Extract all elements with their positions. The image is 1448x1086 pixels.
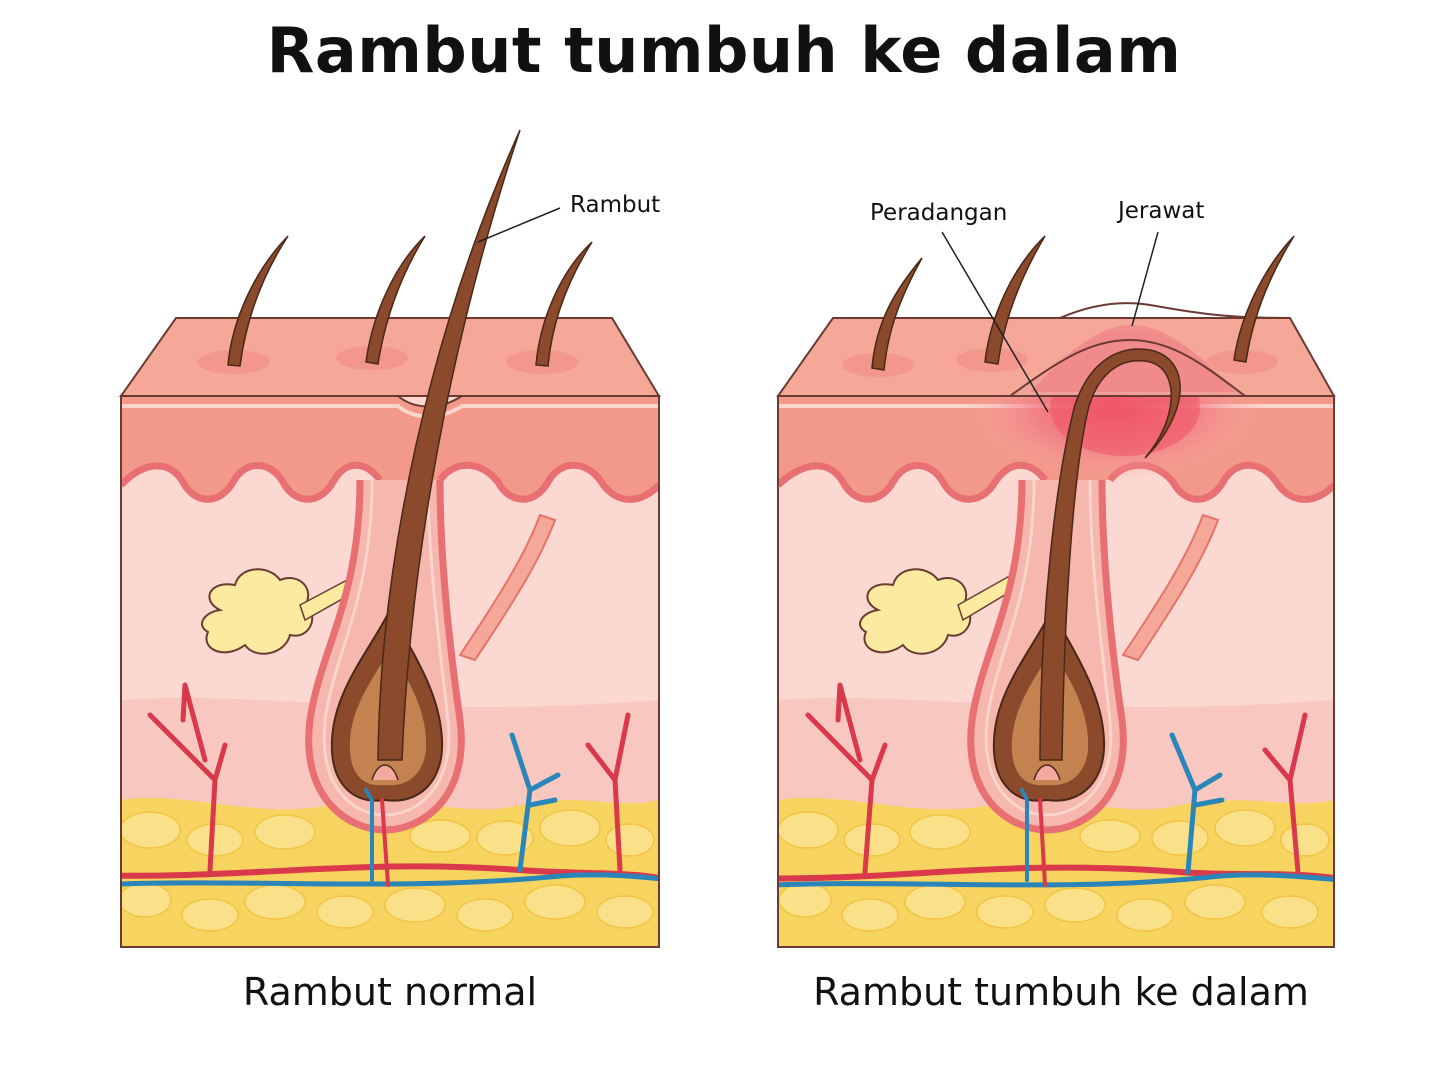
epidermis-layer (121, 396, 659, 500)
short-hair (1233, 235, 1295, 363)
ingrown-skin-panel (776, 231, 1336, 948)
ingrown-hair-shaft (1039, 348, 1181, 761)
sebaceous-gland (201, 568, 314, 655)
caption-ingrown: Rambut tumbuh ke dalam (813, 970, 1309, 1014)
fat-cells (121, 809, 655, 932)
long-hair-shaft (377, 129, 521, 761)
arrector-pili-muscle (1121, 513, 1220, 662)
label-peradangan: Peradangan (870, 200, 1008, 226)
sebaceous-gland (859, 568, 972, 655)
label-rambut: Rambut (570, 192, 661, 218)
diagram-title: Rambut tumbuh ke dalam (266, 14, 1182, 87)
caption-normal: Rambut normal (242, 970, 538, 1014)
arrector-pili-muscle (458, 513, 557, 662)
label-jerawat: Jerawat (1118, 198, 1205, 224)
normal-skin-panel (119, 129, 661, 948)
short-hair (227, 235, 289, 367)
pimple-bump (1010, 330, 1245, 396)
short-hair (535, 241, 593, 367)
short-hair (871, 257, 923, 371)
blood-vessels (778, 682, 1334, 888)
short-hair (365, 235, 426, 365)
blood-vessels (121, 682, 659, 887)
